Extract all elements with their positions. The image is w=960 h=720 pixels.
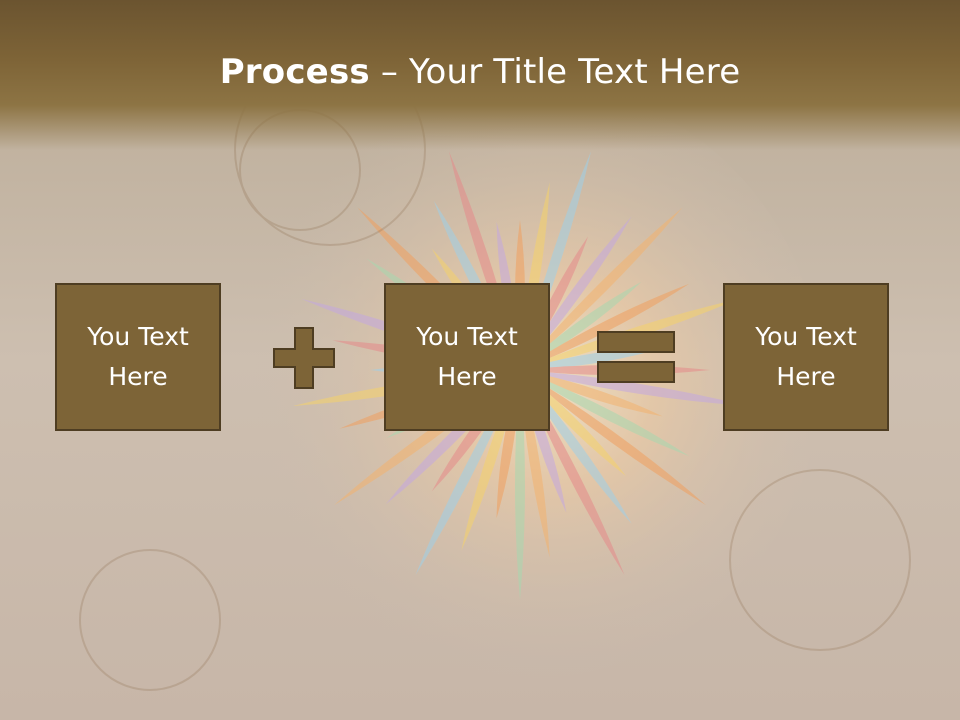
process-box-2[interactable]: You Text Here (384, 283, 550, 431)
process-box-3[interactable]: You Text Here (723, 283, 889, 431)
title-bar (0, 0, 960, 150)
title-bold-text: Process (219, 52, 370, 92)
equals-icon (597, 331, 675, 383)
title-rest-text: – Your Title Text Here (369, 52, 741, 92)
slide-title: Process – Your Title Text Here (0, 52, 960, 92)
process-box-1[interactable]: You Text Here (55, 283, 221, 431)
plus-icon (273, 327, 335, 389)
